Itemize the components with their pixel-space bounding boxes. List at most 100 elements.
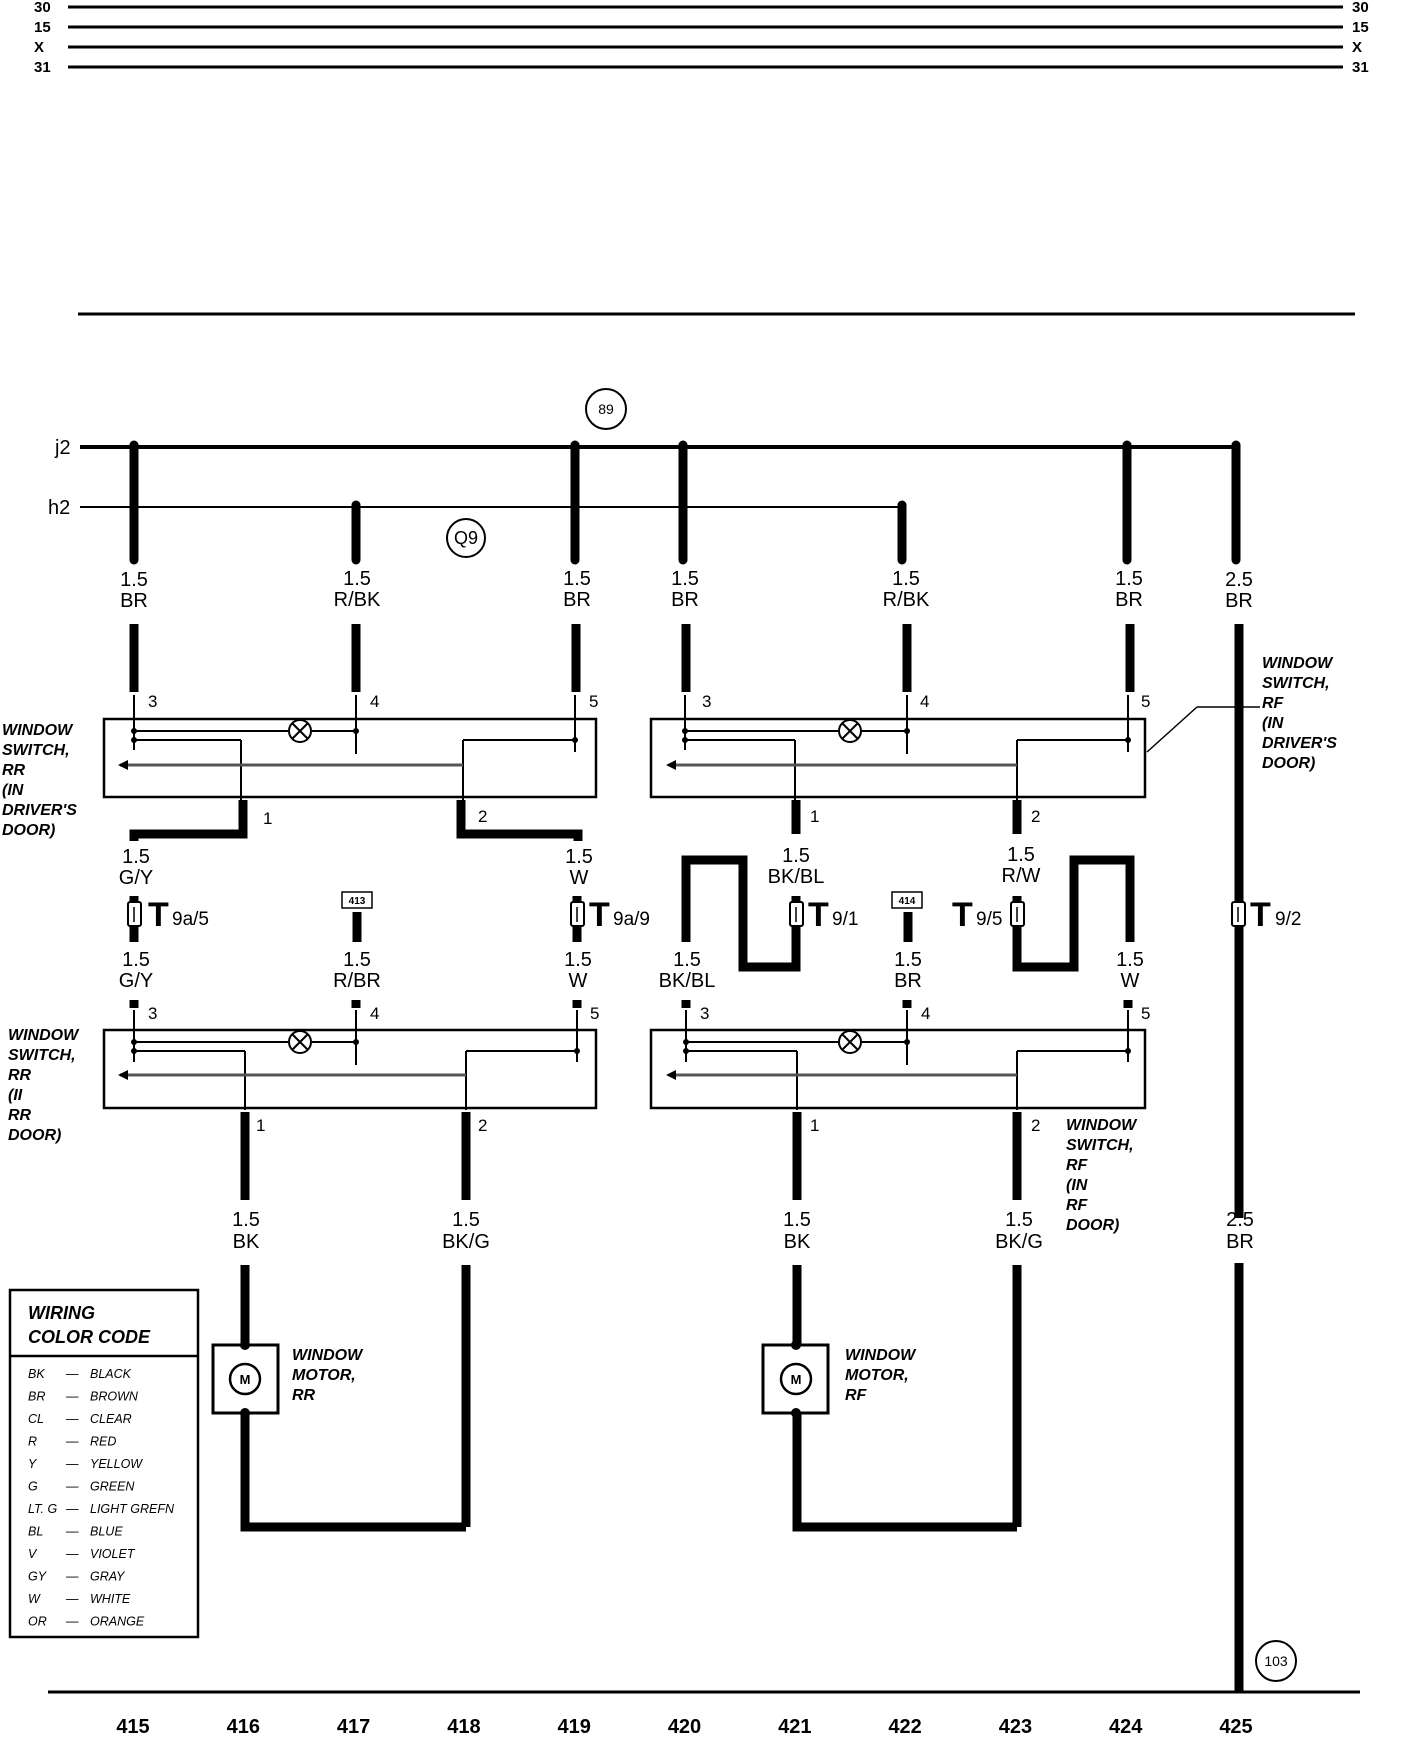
legend-code: Y <box>28 1457 38 1471</box>
legend-code: V <box>28 1547 38 1561</box>
grid-number: 424 <box>1109 1716 1143 1738</box>
svg-text:3: 3 <box>702 692 711 711</box>
svg-text:BK/G: BK/G <box>442 1231 490 1253</box>
svg-text:89: 89 <box>598 401 614 417</box>
window-motor-rf: M <box>761 1340 830 1418</box>
svg-text:1.5: 1.5 <box>122 846 150 868</box>
svg-text:BR: BR <box>1226 1231 1254 1253</box>
power-bus-lines: 30 15 X 31 30 15 X 31 <box>34 0 1369 76</box>
svg-text:9/1: 9/1 <box>832 909 858 930</box>
caption-motor-rr: WINDOW MOTOR, RR <box>292 1347 364 1404</box>
grid-number: 416 <box>227 1716 260 1738</box>
h2-bus: h2 <box>48 497 902 519</box>
legend-code: G <box>28 1480 38 1494</box>
svg-text:WINDOW: WINDOW <box>1262 655 1334 672</box>
upper-pin-numbers: 3 4 5 1 2 3 4 5 1 2 <box>148 692 1150 828</box>
legend-name: CLEAR <box>90 1412 132 1426</box>
svg-text:9a/5: 9a/5 <box>172 909 209 930</box>
svg-text:2: 2 <box>1031 807 1040 826</box>
svg-text:R/W: R/W <box>1002 865 1041 887</box>
svg-text:BR: BR <box>894 970 922 992</box>
svg-text:RF: RF <box>1066 1197 1089 1214</box>
bus-label-31-right: 31 <box>1352 59 1369 76</box>
window-switch-rr-driver-door <box>102 695 598 800</box>
motor-icon <box>228 1362 262 1396</box>
svg-text:4: 4 <box>920 692 929 711</box>
svg-text:2: 2 <box>478 807 487 826</box>
svg-text:3: 3 <box>148 1004 157 1023</box>
svg-text:BR: BR <box>1115 589 1143 611</box>
motor-feed-wires <box>240 1112 1022 1532</box>
lower-pin-numbers: 3 4 5 1 2 3 4 5 1 2 <box>148 1004 1150 1135</box>
legend-name: ORANGE <box>90 1615 145 1629</box>
caption-switch-rf-door: WINDOW SWITCH, RF (IN RF DOOR) <box>1066 1117 1138 1234</box>
svg-text:WINDOW: WINDOW <box>1066 1117 1138 1134</box>
legend-dash: — <box>65 1570 79 1584</box>
svg-text:3: 3 <box>148 692 157 711</box>
svg-text:1.5: 1.5 <box>894 949 922 971</box>
bus-label-30-right: 30 <box>1352 0 1369 16</box>
svg-text:413: 413 <box>349 896 366 907</box>
svg-text:1.5: 1.5 <box>343 568 371 590</box>
svg-text:3: 3 <box>700 1004 709 1023</box>
svg-text:RF: RF <box>1262 695 1285 712</box>
legend-code: LT. G <box>28 1502 57 1516</box>
svg-text:SWITCH,: SWITCH, <box>1066 1137 1134 1154</box>
svg-text:4: 4 <box>921 1004 930 1023</box>
svg-text:R/BK: R/BK <box>883 589 930 611</box>
svg-text:RF: RF <box>845 1387 868 1404</box>
svg-text:RR: RR <box>8 1067 32 1084</box>
svg-text:1.5: 1.5 <box>1115 568 1143 590</box>
legend-dash: — <box>65 1480 79 1494</box>
connector-t9-5: T 9/5 <box>952 896 1025 934</box>
connector-t9-1: T 9/1 <box>789 896 858 934</box>
ref-circle-89: 89 <box>585 388 627 430</box>
legend-code: GY <box>28 1570 48 1584</box>
legend-code: W <box>28 1592 41 1606</box>
ref-circle-q9: Q9 <box>446 518 486 558</box>
svg-text:1.5: 1.5 <box>232 1209 260 1231</box>
h2-label: h2 <box>48 497 70 519</box>
svg-text:1.5: 1.5 <box>783 1209 811 1231</box>
bus-label-15-left: 15 <box>34 19 51 36</box>
lamp-icon <box>288 1030 312 1054</box>
legend-name: YELLOW <box>90 1457 143 1471</box>
svg-text:SWITCH,: SWITCH, <box>2 742 70 759</box>
grid-number: 421 <box>778 1716 811 1738</box>
svg-text:BK: BK <box>784 1231 811 1253</box>
top-wire-labels: 1.5 BR 1.5 R/BK 1.5 BR 1.5 BR 1.5 R/BK 1… <box>120 568 1253 612</box>
grid-number: 415 <box>116 1716 149 1738</box>
window-switch-rf-driver-door <box>649 695 1260 800</box>
svg-text:1.5: 1.5 <box>1005 1209 1033 1231</box>
svg-text:RF: RF <box>1066 1157 1089 1174</box>
legend-dash: — <box>65 1435 79 1449</box>
wiring-color-legend: WIRING COLOR CODE BK—BLACKBR—BROWNCL—CLE… <box>8 1288 200 1639</box>
bus-label-x-left: X <box>34 39 44 56</box>
svg-text:5: 5 <box>589 692 598 711</box>
svg-text:(II: (II <box>8 1087 23 1104</box>
upper-switch-feed-wires <box>129 624 1135 692</box>
svg-text:1.5: 1.5 <box>565 846 593 868</box>
svg-text:BK/G: BK/G <box>995 1231 1043 1253</box>
window-switch-rf-door <box>649 1010 1147 1110</box>
svg-text:DRIVER'S: DRIVER'S <box>2 802 77 819</box>
grid-number: 422 <box>888 1716 921 1738</box>
svg-text:1.5: 1.5 <box>1007 844 1035 866</box>
legend-title-2: COLOR CODE <box>28 1327 151 1347</box>
legend-name: RED <box>90 1435 116 1449</box>
svg-text:Q9: Q9 <box>454 528 478 548</box>
lower-switch-feed <box>129 1000 1133 1008</box>
bus-drops <box>129 440 1241 565</box>
svg-text:2.5: 2.5 <box>1225 569 1253 591</box>
legend-dash: — <box>65 1412 79 1426</box>
svg-text:9/2: 9/2 <box>1275 909 1301 930</box>
ref-circle-103: 103 <box>1255 1640 1297 1682</box>
svg-text:9/5: 9/5 <box>976 909 1002 930</box>
svg-text:1: 1 <box>810 807 819 826</box>
legend-name: GRAY <box>90 1570 126 1584</box>
svg-text:BR: BR <box>563 589 591 611</box>
grid-number: 417 <box>337 1716 370 1738</box>
svg-text:1.5: 1.5 <box>564 949 592 971</box>
svg-text:W: W <box>1121 970 1140 992</box>
